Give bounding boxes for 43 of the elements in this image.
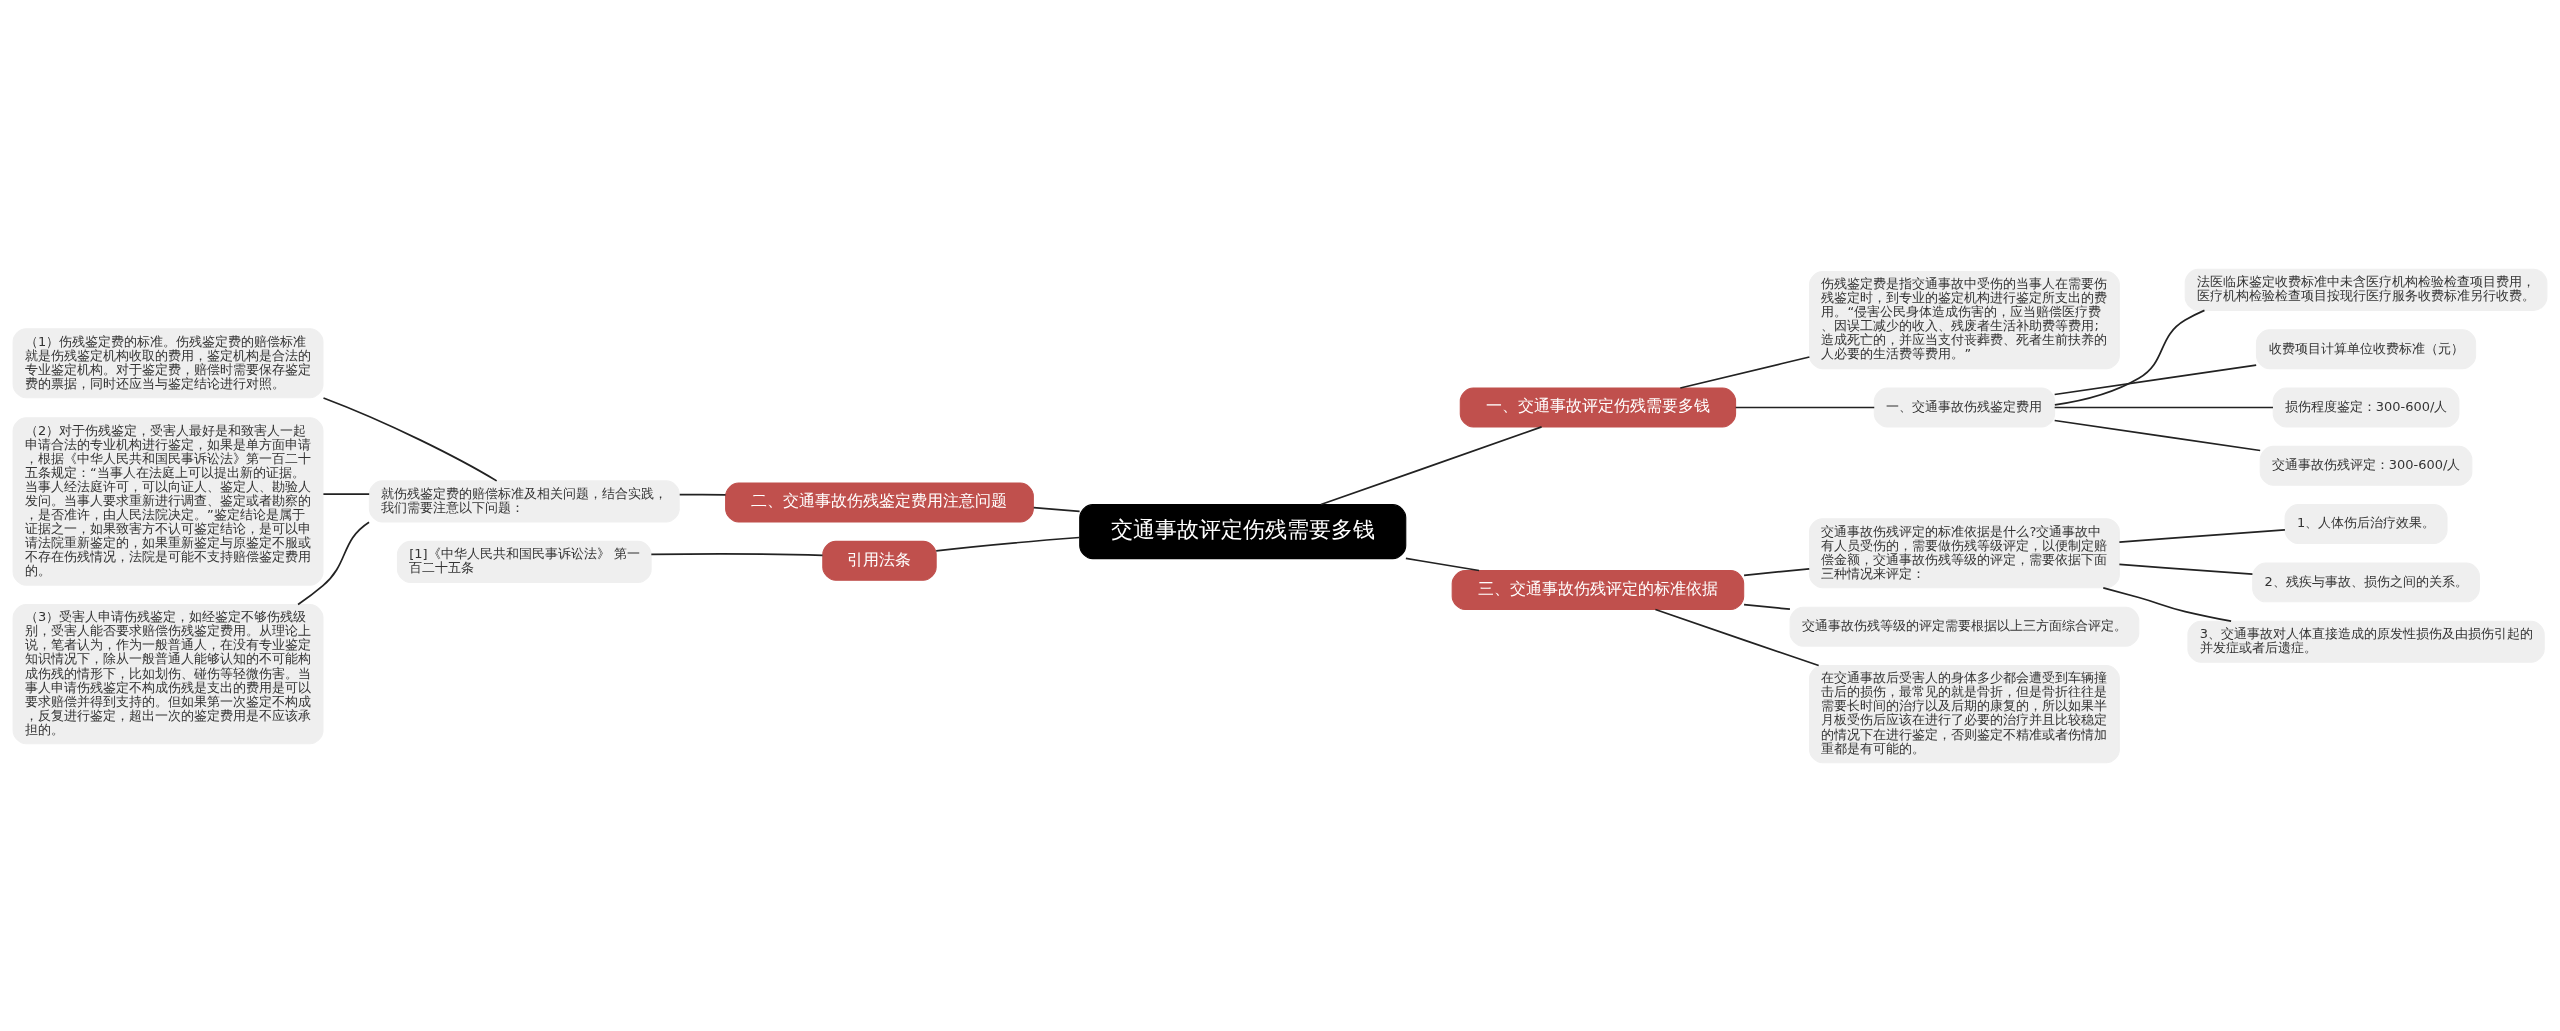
connector [1032, 506, 1081, 512]
connector [1743, 603, 1791, 610]
connector [297, 520, 370, 605]
node-box: 交通事故伤残评定：300-600/人 [2259, 445, 2473, 486]
node-box: 2、残疾与事故、损伤之间的关系。 [2252, 561, 2480, 602]
connector [322, 492, 371, 495]
connector [1405, 557, 1480, 571]
connector [2053, 419, 2262, 451]
connector [322, 396, 498, 482]
connector [2053, 363, 2258, 395]
node-box: 一、交通事故评定伤残需要多钱 [1459, 387, 1737, 427]
node-box: 伤残鉴定费是指交通事故中受伤的当事人在需要伤残鉴定时，到专业的鉴定机构进行鉴定所支出的费用。“侵害公民身体造成伤害的，应当赔偿医疗费、因误工减少的收入、残废者生活补助费等费用;造成死亡的，并应当支付丧葬费、死者生前扶养的人必要的生活费等费用。” [1809, 270, 2120, 369]
connector [1320, 425, 1543, 505]
node-box: （1）伤残鉴定费的标准。伤残鉴定费的赔偿标准就是伤残鉴定机构收取的费用，鉴定机构是合法的专业鉴定机构。对于鉴定费，赔偿时需要保存鉴定费的票据，同时还应当与鉴定结论进行对照。 [12, 327, 324, 398]
connector [2053, 406, 2274, 408]
node-box: 引用法条 [822, 540, 937, 581]
connector [2102, 586, 2232, 622]
node-box: （2）对于伤残鉴定，受害人最好是和致害人一起申请合法的专业机构进行鉴定，如果是单方面申请，根据《中华人民共和国民事诉讼法》第一百二十五条规定：“当事人在法庭上可以提出新的证据。当事人经法庭许可，可以向证人、鉴定人、勘验人发问。当事人要求重新进行调查、鉴定或者勘察的，是否准许，由人民法院决定。”鉴定结论是属于证据之一，如果致害方不认可鉴定结论，是可以申请法院重新鉴定的，如果重新鉴定与原鉴定不服或不存在伤残情况，法院是可能不支持赔偿鉴定费用的。 [12, 416, 324, 586]
connector [2054, 309, 2206, 406]
node-box: 3、交通事故对人体直接造成的原发性损伤及由损伤引起的并发症或者后遗症。 [2187, 620, 2545, 663]
node-box: 收费项目计算单位收费标准（元） [2255, 328, 2477, 369]
node-box: 1、人体伤后治疗效果。 [2284, 503, 2448, 544]
node-box: 三、交通事故伤残评定的标准依据 [1451, 569, 1745, 610]
node-box: [1]《中华人民共和国民事诉讼法》 第一百二十五条 [396, 540, 652, 583]
node-box: 在交通事故后受害人的身体多少都会遭受到车辆撞击后的损伤，最常见的就是骨折，但是骨折往往是需要长时间的治疗以及后期的康复的，所以如果半月板受伤后应该在进行了必要的治疗并且比较稳定的情况下在进行鉴定，否则鉴定不精准或者伤情加重都是有可能的。 [1809, 664, 2120, 763]
node-box: 二、交通事故伤残鉴定费用注意问题 [725, 482, 1034, 522]
connector [1743, 567, 1811, 576]
connector [1654, 608, 1820, 666]
node-box: 交通事故评定伤残需要多钱 [1079, 503, 1407, 559]
node-box: （3）受害人申请伤残鉴定，如经鉴定不够伤残级别，受害人能否要求赔偿伤残鉴定费用。从理论上说，笔者认为，作为一般普通人，在没有专业鉴定知识情况下，除从一般普通人能够认知的不可能构成伤残的情形下，比如划伤、碰伤等轻微伤害。当事人申请伤残鉴定不构成伤残是支出的费用是可以要求赔偿并得到支持的。但如果第一次鉴定不构成，反复进行鉴定，超出一次的鉴定费用是不应该承担的。 [12, 603, 324, 744]
connector [1679, 355, 1811, 389]
node-box: 损伤程度鉴定：300-600/人 [2272, 387, 2460, 427]
connector [2118, 563, 2254, 575]
node-box: 一、交通事故伤残鉴定费用 [1873, 387, 2056, 427]
node-box: 就伤残鉴定费的赔偿标准及相关问题，结合实践，我们需要注意以下问题： [368, 479, 680, 522]
node-box: 交通事故伤残评定的标准依据是什么?交通事故中有人员受伤的，需要做伤残等级评定，以便制定赔偿金额，交通事故伤残等级的评定，需要依据下面三种情况来评定： [1809, 517, 2120, 588]
connector [935, 536, 1081, 552]
node-box: 法医临床鉴定收费标准中未含医疗机构检验检查项目费用，医疗机构检验检查项目按现行医疗服务收费标准另行收费。 [2184, 268, 2548, 311]
connector [678, 493, 727, 496]
connector [2118, 528, 2286, 543]
connector [1734, 406, 1876, 408]
node-box: 交通事故伤残等级的评定需要根据以上三方面综合评定。 [1789, 606, 2140, 647]
connector [650, 552, 824, 556]
